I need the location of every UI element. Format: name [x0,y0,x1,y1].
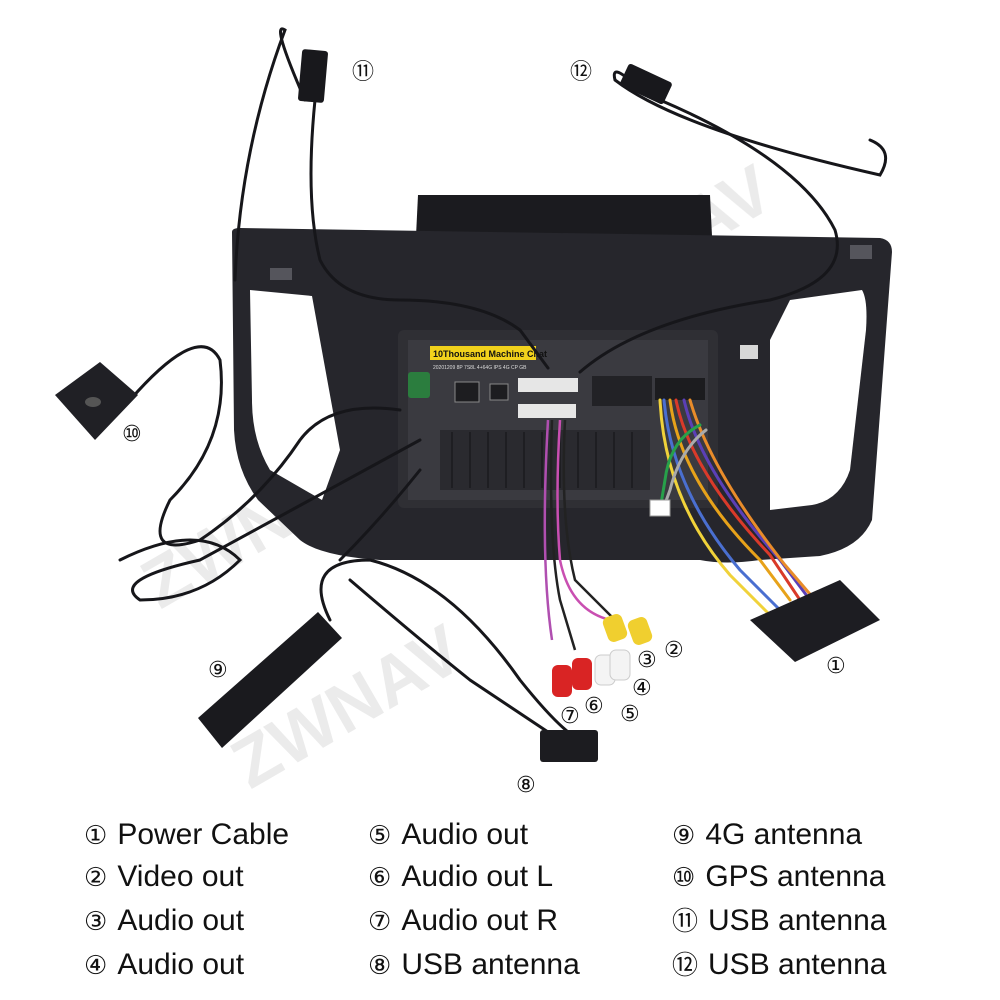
legend-label: 4G antenna [705,818,862,851]
legend-item-6: ⑥ Audio out L [368,862,553,892]
legend-label: Audio out [117,948,244,981]
legend-item-9: ⑨ 4G antenna [672,820,862,850]
callout-3: ③ [637,650,657,672]
legend-num: ③ [84,907,107,937]
callout-1: ① [826,656,846,678]
sticker-title: 10Thousand Machine Chat [433,349,547,359]
callout-4: ④ [632,678,652,700]
usb-plug-11 [298,49,328,103]
legend-num: ⑫ [672,951,698,981]
legend-label: Power Cable [117,818,289,851]
legend-num: ① [84,821,107,851]
callout-11: ⑪ [352,62,374,84]
rca-red-plugs [552,658,592,697]
legend-label: Audio out R [401,904,558,937]
legend-item-8: ⑧ USB antenna [368,950,580,980]
legend-num: ⑧ [368,951,391,981]
legend-label: Audio out [117,904,244,937]
usb-plug-8 [540,730,598,762]
legend-label: GPS antenna [705,860,885,893]
callout-5: ⑤ [620,704,640,726]
legend-item-5: ⑤ Audio out [368,820,528,850]
callout-10: ⑩ [122,424,142,446]
sticker-subtitle: 20201209 8P 7S8L 4+64G IPS 4G CP GB [433,365,527,371]
small-connector [650,500,670,516]
legend-item-10: ⑩ GPS antenna [672,862,885,892]
power-harness-connector [750,580,880,662]
legend-num: ⑩ [672,863,695,893]
legend-item-4: ④ Audio out [84,950,244,980]
legend-item-2: ② Video out [84,862,244,892]
legend-num: ④ [84,951,107,981]
legend-label: Video out [117,860,243,893]
legend-item-11: ⑪ USB antenna [672,906,886,936]
legend-label: USB antenna [708,904,886,937]
legend-label: USB antenna [401,948,579,981]
rca-white-plugs [595,650,630,685]
rca-yellow-plugs [601,612,654,646]
callout-12: ⑫ [570,62,592,84]
callout-8: ⑧ [516,775,536,797]
callout-6: ⑥ [584,696,604,718]
legend-item-1: ① Power Cable [84,820,289,850]
legend-label: Audio out L [401,860,553,893]
legend-label: Audio out [401,818,528,851]
callout-9: ⑨ [208,660,228,682]
legend-num: ⑦ [368,907,391,937]
legend-num: ⑤ [368,821,391,851]
legend-num: ⑨ [672,821,695,851]
legend-num: ② [84,863,107,893]
callout-2: ② [664,640,684,662]
legend-num: ⑥ [368,863,391,893]
legend-item-12: ⑫ USB antenna [672,950,886,980]
legend-label: USB antenna [708,948,886,981]
legend-num: ⑪ [672,907,698,937]
legend-item-7: ⑦ Audio out R [368,906,558,936]
legend-item-3: ③ Audio out [84,906,244,936]
product-photo: ZWNAV ZWNAV ZWNAV ZWNAV [0,0,1000,810]
callout-7: ⑦ [560,706,580,728]
